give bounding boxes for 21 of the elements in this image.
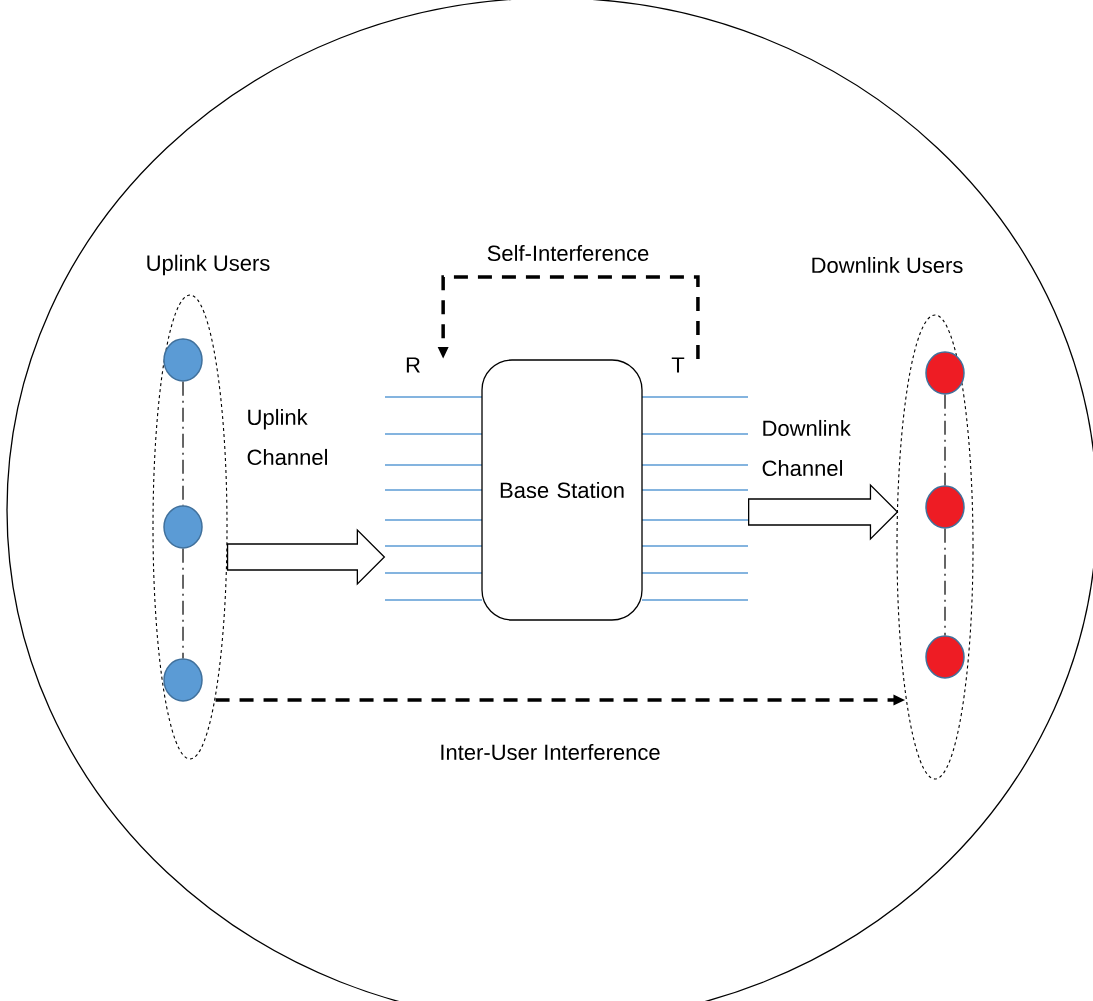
user-circle [925, 351, 965, 395]
dash-dot-line [182, 548, 184, 659]
antenna-label: R [406, 357, 420, 373]
user-circle [925, 485, 965, 529]
node-label: Uplink Users [147, 254, 270, 276]
edge-label: Self-Interference [487, 244, 649, 262]
dash-dot-line [182, 381, 184, 506]
base-station-box: Base Station [481, 359, 643, 621]
node-label: Downlink Users [812, 256, 963, 274]
edge-label: Uplink Channel [247, 408, 327, 466]
dash-dot-line [944, 528, 946, 636]
block-arrow [226, 528, 386, 586]
user-circle [163, 338, 203, 382]
dash-dot-line [944, 394, 946, 486]
user-circle [163, 505, 203, 549]
user-circle [925, 635, 965, 679]
antenna-label: T [671, 357, 685, 373]
block-arrow [748, 483, 899, 541]
edge-label: Downlink Channel [762, 419, 851, 477]
user-circle [163, 658, 203, 702]
edge-label: Inter-User Interference [441, 743, 660, 761]
